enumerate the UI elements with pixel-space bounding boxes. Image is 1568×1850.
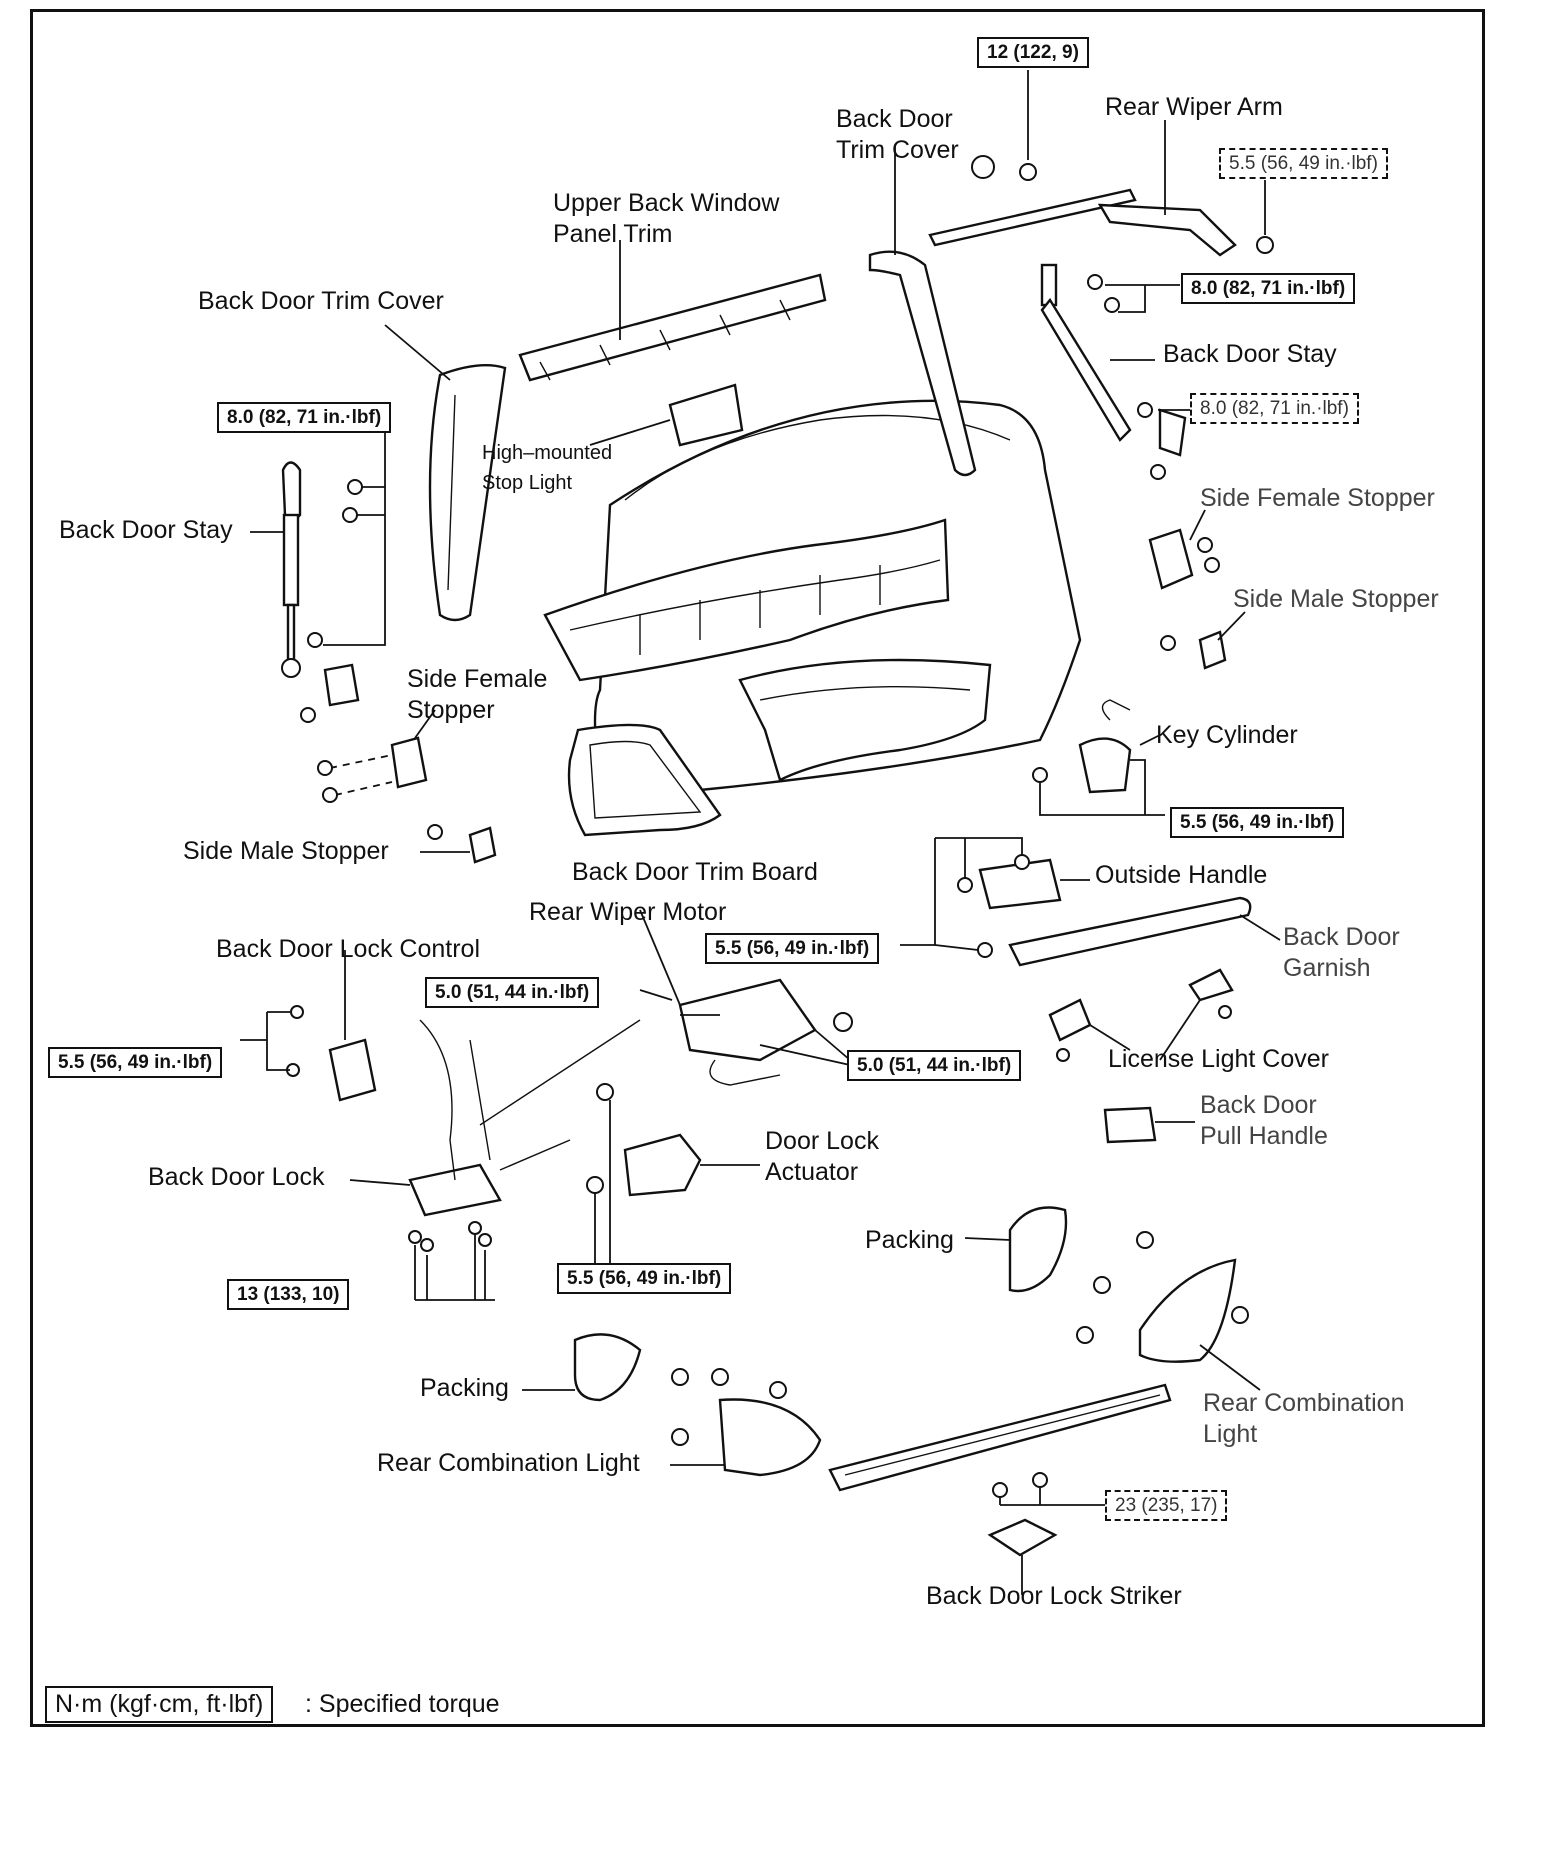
label-rear-wiper-arm: Rear Wiper Arm bbox=[1105, 93, 1283, 121]
packing-right-shape bbox=[1008, 1206, 1068, 1293]
torque-wiper-motor-b: 5.0 (51, 44 in.·lbf) bbox=[847, 1050, 1022, 1081]
label-license-light-cover: License Light Cover bbox=[1108, 1045, 1329, 1073]
label-back-door-stay-left: Back Door Stay bbox=[59, 516, 233, 544]
back-door-trim-cover-left-shape bbox=[428, 364, 507, 622]
bolt-icon bbox=[1087, 274, 1103, 290]
back-door-trim-cover-right-shape bbox=[868, 250, 977, 477]
license-light-cover-shape bbox=[1048, 998, 1092, 1042]
side-male-stopper-right-shape bbox=[1198, 630, 1227, 670]
torque-wiper-motor-a: 5.0 (51, 44 in.·lbf) bbox=[425, 977, 600, 1008]
back-door-lock-striker-shape bbox=[987, 1518, 1058, 1557]
torque-stay-left: 8.0 (82, 71 in.·lbf) bbox=[217, 402, 392, 433]
label-packing-left: Packing bbox=[420, 1374, 509, 1402]
back-door-stay-right-shape bbox=[1040, 263, 1132, 442]
torque-key-cylinder: 5.5 (56, 49 in.·lbf) bbox=[1170, 807, 1345, 838]
torque-wiper-arm: 5.5 (56, 49 in.·lbf) bbox=[1219, 148, 1388, 179]
side-female-stopper-right-shape bbox=[1148, 528, 1194, 590]
label-back-door-trim-cover-top: Back Door Trim Cover bbox=[836, 105, 959, 164]
license-recess bbox=[738, 658, 992, 782]
label-rear-wiper-motor: Rear Wiper Motor bbox=[529, 898, 727, 926]
back-door-lock-control-shape bbox=[328, 1038, 377, 1102]
back-door-trim-board-shape bbox=[567, 723, 722, 837]
label-back-door-trim-cover-left: Back Door Trim Cover bbox=[198, 287, 444, 315]
bolt-icon bbox=[1150, 464, 1166, 480]
label-key-cylinder: Key Cylinder bbox=[1156, 721, 1298, 749]
label-side-female-stopper-left: Side Female Stopper bbox=[407, 665, 548, 724]
rear-wiper-motor-shape bbox=[678, 978, 853, 1086]
label-outside-handle: Outside Handle bbox=[1095, 861, 1268, 889]
torque-outside-handle: 5.5 (56, 49 in.·lbf) bbox=[705, 933, 880, 964]
label-upper-back-window-panel-trim: Upper Back Window Panel Trim bbox=[553, 189, 780, 248]
nut-icon bbox=[1256, 236, 1274, 254]
label-back-door-lock-control: Back Door Lock Control bbox=[216, 935, 481, 963]
torque-wiper-nut: 12 (122, 9) bbox=[977, 37, 1089, 68]
label-high-mounted-stop-light: High–mounted Stop Light bbox=[482, 442, 613, 494]
back-door-lock-shape bbox=[408, 1019, 641, 1217]
label-rear-combination-light-right: Rear Combination Light bbox=[1203, 1389, 1405, 1448]
label-packing-right: Packing bbox=[865, 1226, 954, 1254]
back-door-pull-handle-shape bbox=[1103, 1106, 1157, 1144]
label-door-lock-actuator: Door Lock Actuator bbox=[765, 1127, 879, 1186]
legend-description: : Specified torque bbox=[305, 1690, 500, 1718]
label-back-door-trim-board: Back Door Trim Board bbox=[572, 858, 818, 886]
torque-actuator: 5.5 (56, 49 in.·lbf) bbox=[557, 1263, 732, 1294]
key-cylinder-shape bbox=[1078, 737, 1132, 794]
label-side-male-stopper-left: Side Male Stopper bbox=[183, 837, 389, 865]
torque-stay-right-upper: 8.0 (82, 71 in.·lbf) bbox=[1181, 273, 1356, 304]
label-back-door-garnish: Back Door Garnish bbox=[1283, 923, 1400, 982]
diagram-frame bbox=[30, 9, 1485, 1727]
back-door-stay-left-shape bbox=[281, 461, 302, 678]
rear-wiper-arm-shape bbox=[928, 120, 1237, 257]
nut-icon bbox=[1019, 163, 1037, 181]
side-male-stopper-left-shape bbox=[468, 826, 497, 864]
label-side-female-stopper-right: Side Female Stopper bbox=[1200, 484, 1435, 512]
label-back-door-pull-handle: Back Door Pull Handle bbox=[1200, 1091, 1328, 1150]
inner-trim-panel bbox=[543, 518, 950, 682]
label-back-door-lock-striker: Back Door Lock Striker bbox=[926, 1582, 1182, 1610]
torque-lock-control: 5.5 (56, 49 in.·lbf) bbox=[48, 1047, 223, 1078]
legend-unit-box: N·m (kgf·cm, ft·lbf) bbox=[45, 1686, 274, 1723]
packing-left-shape bbox=[573, 1333, 642, 1402]
door-lock-actuator-shape bbox=[623, 1133, 702, 1197]
back-door-garnish-shape bbox=[1008, 896, 1252, 967]
label-side-male-stopper-right: Side Male Stopper bbox=[1233, 585, 1439, 613]
bolt-icon bbox=[1137, 402, 1153, 418]
grommet-icon bbox=[971, 155, 995, 179]
label-back-door-lock: Back Door Lock bbox=[148, 1163, 325, 1191]
torque-striker: 23 (235, 17) bbox=[1105, 1490, 1228, 1521]
label-back-door-stay-right: Back Door Stay bbox=[1163, 340, 1337, 368]
high-mounted-stop-light-shape bbox=[668, 383, 744, 447]
label-rear-combination-light-left: Rear Combination Light bbox=[377, 1449, 640, 1477]
rear-combination-light-right-shape bbox=[1138, 1258, 1237, 1363]
torque-back-door-lock: 13 (133, 10) bbox=[227, 1279, 350, 1310]
bolt-icon bbox=[1104, 297, 1120, 313]
rear-combination-light-left-shape bbox=[718, 1398, 822, 1477]
upper-back-window-panel-trim-shape bbox=[518, 273, 827, 382]
torque-stay-right-lower: 8.0 (82, 71 in.·lbf) bbox=[1190, 393, 1359, 424]
sill-plate-shape bbox=[828, 1383, 1172, 1492]
side-female-stopper-left-shape bbox=[390, 736, 428, 789]
